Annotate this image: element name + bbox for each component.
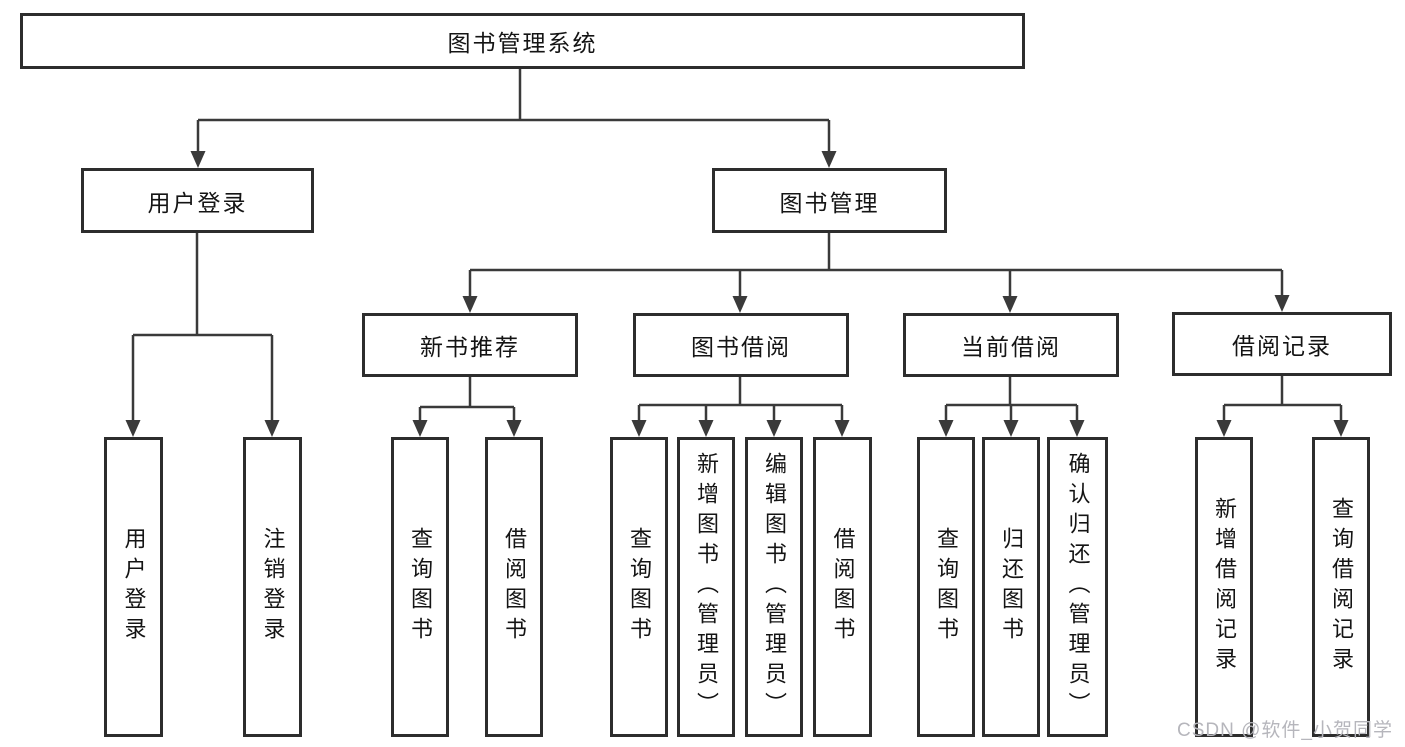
- leaf-confirm-return-admin: 确认归还（管理员）: [1047, 437, 1108, 737]
- leaf-label: 借阅图书: [502, 527, 527, 647]
- node-new-book-recommend: 新书推荐: [362, 313, 578, 377]
- node-label: 用户登录: [147, 189, 248, 216]
- leaf-label: 用户登录: [121, 527, 147, 647]
- leaf-label: 新增图书（管理员）: [694, 452, 719, 722]
- node-borrow-records: 借阅记录: [1172, 312, 1392, 376]
- node-user-login: 用户登录: [81, 168, 314, 233]
- leaf-label: 新增借阅记录: [1212, 497, 1237, 677]
- node-library-management-system: 图书管理系统: [20, 13, 1025, 69]
- leaf-label: 注销登录: [260, 527, 286, 647]
- node-label: 图书管理: [779, 189, 880, 216]
- leaf-user-login: 用户登录: [104, 437, 163, 737]
- leaf-add-book-admin: 新增图书（管理员）: [677, 437, 735, 737]
- node-label: 新书推荐: [420, 334, 520, 360]
- leaf-add-borrow-record: 新增借阅记录: [1195, 437, 1253, 737]
- leaf-borrow-book: 借阅图书: [485, 437, 543, 737]
- node-label: 借阅记录: [1232, 333, 1332, 359]
- leaf-edit-book-admin: 编辑图书（管理员）: [745, 437, 803, 737]
- leaf-label: 编辑图书（管理员）: [762, 452, 787, 722]
- node-book-management: 图书管理: [712, 168, 947, 233]
- leaf-query-book: 查询图书: [610, 437, 668, 737]
- leaf-label: 确认归还（管理员）: [1065, 452, 1091, 722]
- leaf-label: 查询图书: [627, 527, 652, 647]
- leaf-query-borrow-record: 查询借阅记录: [1312, 437, 1370, 737]
- leaf-query-book: 查询图书: [917, 437, 975, 737]
- node-label: 当前借阅: [961, 334, 1061, 360]
- leaf-label: 归还图书: [999, 527, 1024, 647]
- leaf-label: 查询图书: [408, 527, 433, 647]
- leaf-label: 查询图书: [934, 527, 959, 647]
- node-label: 图书借阅: [691, 334, 791, 360]
- leaf-return-book: 归还图书: [982, 437, 1040, 737]
- node-current-borrow: 当前借阅: [903, 313, 1119, 377]
- leaf-label: 查询借阅记录: [1329, 497, 1354, 677]
- leaf-query-book: 查询图书: [391, 437, 449, 737]
- leaf-label: 借阅图书: [830, 527, 856, 647]
- csdn-watermark: CSDN @软件_小贺同学: [1177, 720, 1393, 741]
- arrowheads: [125, 151, 1349, 437]
- node-book-borrow: 图书借阅: [633, 313, 849, 377]
- leaf-logout: 注销登录: [243, 437, 302, 737]
- node-label: 图书管理系统: [447, 30, 598, 56]
- leaf-borrow-book: 借阅图书: [813, 437, 872, 737]
